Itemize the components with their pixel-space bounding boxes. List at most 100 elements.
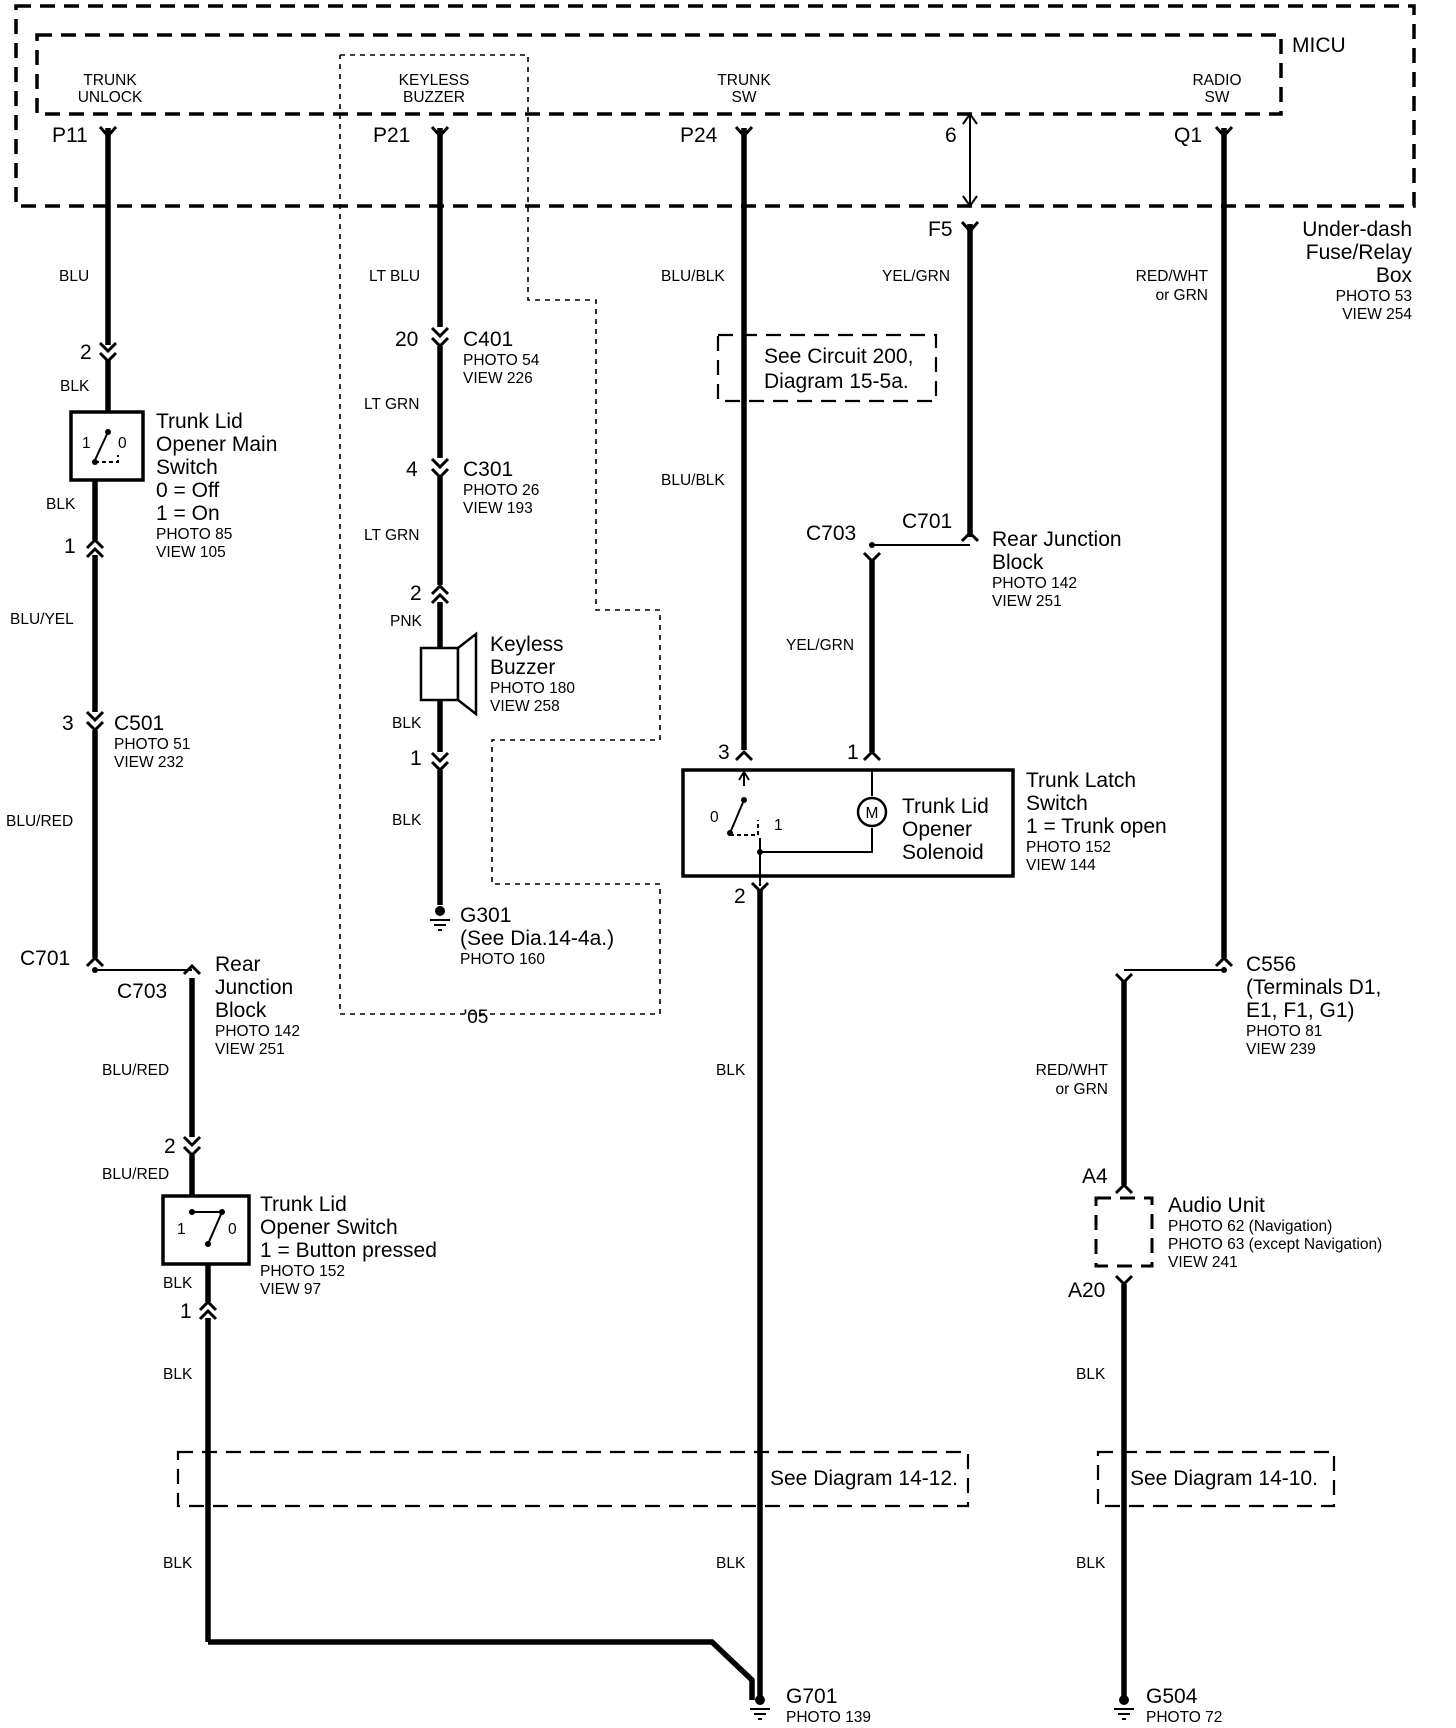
c556-line3: E1, F1, G1) <box>1246 999 1355 1022</box>
buzzer-connector-bottom <box>430 751 450 773</box>
c401-view: VIEW 226 <box>463 370 533 387</box>
link-arrow-top <box>962 112 978 125</box>
latch-photo: PHOTO 152 <box>1026 839 1111 856</box>
wire-label-blu-blk-1: BLU/BLK <box>661 268 725 285</box>
wire-label-blk-4: BLK <box>163 1366 193 1383</box>
main-switch-line4: 0 = Off <box>156 479 219 502</box>
audio-photo1: PHOTO 62 (Navigation) <box>1168 1218 1332 1235</box>
micu-label-trunk-unlock: TRUNK <box>83 72 137 89</box>
rj-c701-terminal <box>960 530 980 543</box>
main-switch-line2: Opener Main <box>156 433 277 456</box>
fuse-box-outline <box>14 4 1416 208</box>
main-switch-link <box>95 455 119 463</box>
main-conn-pin-1: 1 <box>64 535 76 558</box>
solenoid-motor <box>856 796 888 828</box>
g301-node <box>435 906 445 916</box>
audio-connector-a4 <box>1114 1182 1134 1195</box>
wire-label-blu-red-3: BLU/RED <box>102 1166 169 1183</box>
fuse-box-line3: Box <box>1376 264 1413 287</box>
micu-outline <box>35 33 1283 116</box>
fuse-box-photo: PHOTO 53 <box>1336 288 1412 305</box>
pin-q1: Q1 <box>1174 124 1202 147</box>
see12-mask <box>768 1460 964 1498</box>
pin-f5: F5 <box>928 218 953 241</box>
opener-sw-pin-1: 1 <box>180 1300 192 1323</box>
c401-name: C401 <box>463 328 513 351</box>
see10-box <box>1096 1450 1336 1508</box>
g504-name: G504 <box>1146 1685 1198 1708</box>
main-switch-contact <box>94 431 109 461</box>
pin-6: 6 <box>945 124 957 147</box>
wire-label-blk-g301: BLK <box>392 812 422 829</box>
rjl-c701: C701 <box>20 947 70 970</box>
c501-pin: 3 <box>62 712 74 735</box>
wire-label-blk-1: BLK <box>60 378 90 395</box>
micu-title: MICU <box>1292 34 1346 57</box>
wire-label-blk-audio-2: BLK <box>1076 1555 1106 1572</box>
see-circuit-line2: Diagram 15-5a. <box>764 370 909 393</box>
wire-blk-to-g701 <box>208 1639 755 1700</box>
pin-f5-terminal <box>960 221 980 234</box>
rj-node <box>869 542 875 548</box>
c301-view: VIEW 193 <box>463 500 533 517</box>
see-circuit-box <box>716 333 938 403</box>
opener-sw-connector-2 <box>182 1135 202 1158</box>
main-switch-box <box>69 410 145 482</box>
main-switch-pos1: 1 <box>82 435 91 452</box>
opener-switch-pos0: 0 <box>228 1221 237 1238</box>
main-switch-view: VIEW 105 <box>156 544 226 561</box>
opener-switch-photo: PHOTO 152 <box>260 1263 345 1280</box>
audio-view: VIEW 241 <box>1168 1254 1238 1271</box>
pin-q1-terminal <box>1214 126 1234 139</box>
main-switch-pos0: 0 <box>118 435 127 452</box>
pin-p21-terminal <box>430 126 450 139</box>
latch-pin-2: 2 <box>734 885 746 908</box>
rjl-line3: Block <box>215 999 267 1022</box>
main-switch-node-top <box>105 429 111 435</box>
see10-label: See Diagram 14-10. <box>1130 1467 1318 1490</box>
rj-c703-terminal <box>862 551 882 564</box>
wire-label-red-wht-1: RED/WHT <box>1136 268 1209 285</box>
wire-label-blu: BLU <box>59 268 89 285</box>
see10-mask <box>1130 1460 1330 1498</box>
wire-label-yel-grn-2: YEL/GRN <box>786 637 854 654</box>
g701-node <box>755 1695 765 1705</box>
g301-photo: PHOTO 160 <box>460 951 545 968</box>
buzzer-pin-bottom: 1 <box>410 747 422 770</box>
wire-label-blk-3: BLK <box>163 1275 193 1292</box>
main-switch-photo: PHOTO 85 <box>156 526 232 543</box>
rjl-c703-terminal <box>182 963 202 976</box>
c301-pin: 4 <box>406 458 418 481</box>
wire-label-blk-latch-2: BLK <box>716 1555 746 1572</box>
c301-name: C301 <box>463 458 513 481</box>
wire-label-blk-latch-1: BLK <box>716 1062 746 1079</box>
wire-label-blu-red-2: BLU/RED <box>102 1062 169 1079</box>
rj-photo: PHOTO 142 <box>992 575 1077 592</box>
buzzer-body <box>419 646 460 702</box>
c301-connector <box>430 457 450 480</box>
micu-label-keyless-buzzer-2: BUZZER <box>403 89 465 106</box>
latch-box <box>681 768 1015 878</box>
audio-pin-a4: A4 <box>1082 1165 1108 1188</box>
rjl-view: VIEW 251 <box>215 1041 285 1058</box>
latch-switch-dash <box>730 820 759 836</box>
rj-line2: Block <box>992 551 1044 574</box>
solenoid-line3: Solenoid <box>902 841 984 864</box>
latch-common-bus <box>760 828 873 853</box>
rjl-photo: PHOTO 142 <box>215 1023 300 1040</box>
pin-p24-terminal <box>734 126 754 139</box>
latch-view: VIEW 144 <box>1026 857 1096 874</box>
micu-label-keyless-buzzer: KEYLESS <box>399 72 470 89</box>
main-switch-line5: 1 = On <box>156 502 220 525</box>
buzzer-pin-top: 2 <box>410 582 422 605</box>
micu-label-trunk-sw-2: SW <box>732 89 757 106</box>
rj-c703: C703 <box>806 522 856 545</box>
buzzer-line2: Buzzer <box>490 656 555 679</box>
year-note: '05 <box>464 1007 489 1028</box>
rjl-node-left <box>92 967 98 973</box>
latch-pin-1: 1 <box>847 741 859 764</box>
g301-name: G301 <box>460 904 511 927</box>
main-switch-connector-2 <box>98 341 118 364</box>
opener-switch-line3: 1 = Button pressed <box>260 1239 437 1262</box>
wire-label-blk-5: BLK <box>163 1555 193 1572</box>
